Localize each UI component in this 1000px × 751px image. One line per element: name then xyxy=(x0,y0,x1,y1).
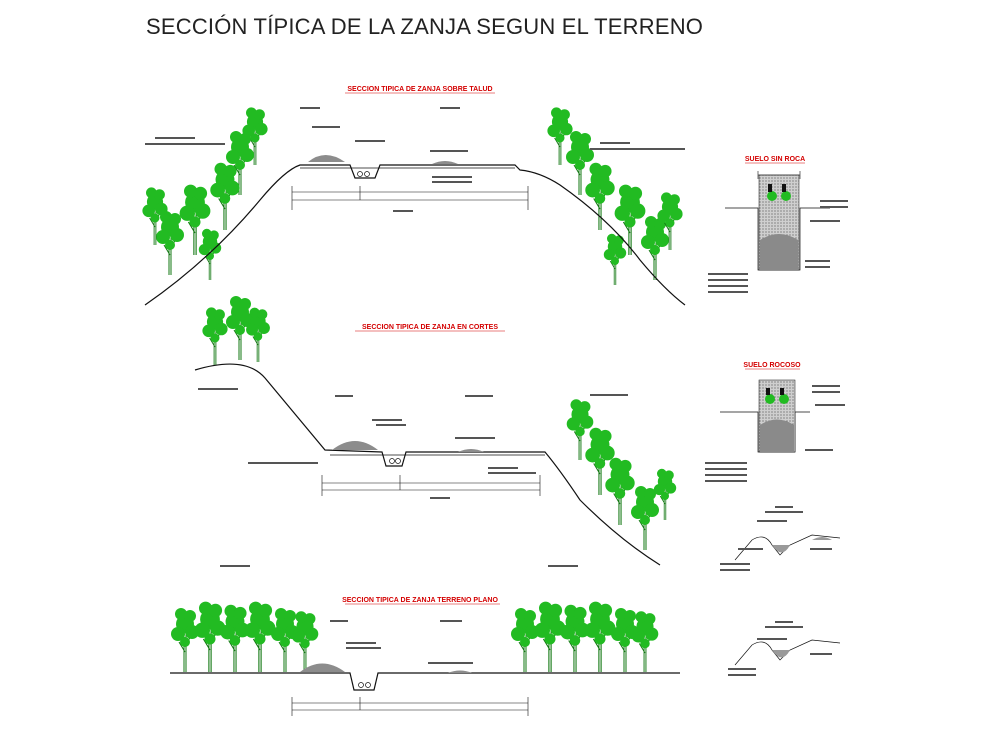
section-talud-trees-left xyxy=(141,106,269,281)
section-plano-title: SECCION TIPICA DE ZANJA TERRENO PLANO xyxy=(342,597,498,604)
section-plano-ground-line xyxy=(170,672,680,691)
section-plano-trees-left xyxy=(170,601,319,673)
detail-suelo-sin-roca: SUELO SIN ROCA xyxy=(708,156,848,293)
detail-ditch-sketch-a xyxy=(720,506,841,571)
section-cortes-spoil-pile xyxy=(332,441,378,450)
section-plano: SECCION TIPICA DE ZANJA TERRENO PLANO xyxy=(170,565,680,716)
section-talud-title: SECCION TIPICA DE ZANJA SOBRE TALUD xyxy=(347,86,492,93)
section-plano-spoil-pile xyxy=(300,663,345,672)
section-plano-trees-right xyxy=(510,601,659,673)
detail-suelo-rocoso: SUELO ROCOSO xyxy=(705,362,845,482)
section-talud-ground-line xyxy=(144,164,686,306)
section-talud: SECCION TIPICA DE ZANJA SOBRE TALUD xyxy=(141,86,686,306)
detail-rocoso-title: SUELO ROCOSO xyxy=(743,362,801,369)
detail-ditch-sketch-b xyxy=(728,621,841,676)
section-cortes-trees-left xyxy=(201,295,271,366)
section-cortes-trees-right xyxy=(566,398,677,551)
section-talud-trees-right xyxy=(546,106,684,286)
section-cortes-ground-line xyxy=(194,363,661,566)
section-cortes: SECCION TIPICA DE ZANJA EN CORTES xyxy=(194,295,677,566)
section-cortes-title: SECCION TIPICA DE ZANJA EN CORTES xyxy=(362,324,498,331)
detail-sin-roca-title: SUELO SIN ROCA xyxy=(745,156,805,163)
drawing-title: SECCIÓN TÍPICA DE LA ZANJA SEGUN EL TERR… xyxy=(146,14,704,39)
section-talud-spoil-pile xyxy=(308,155,345,162)
